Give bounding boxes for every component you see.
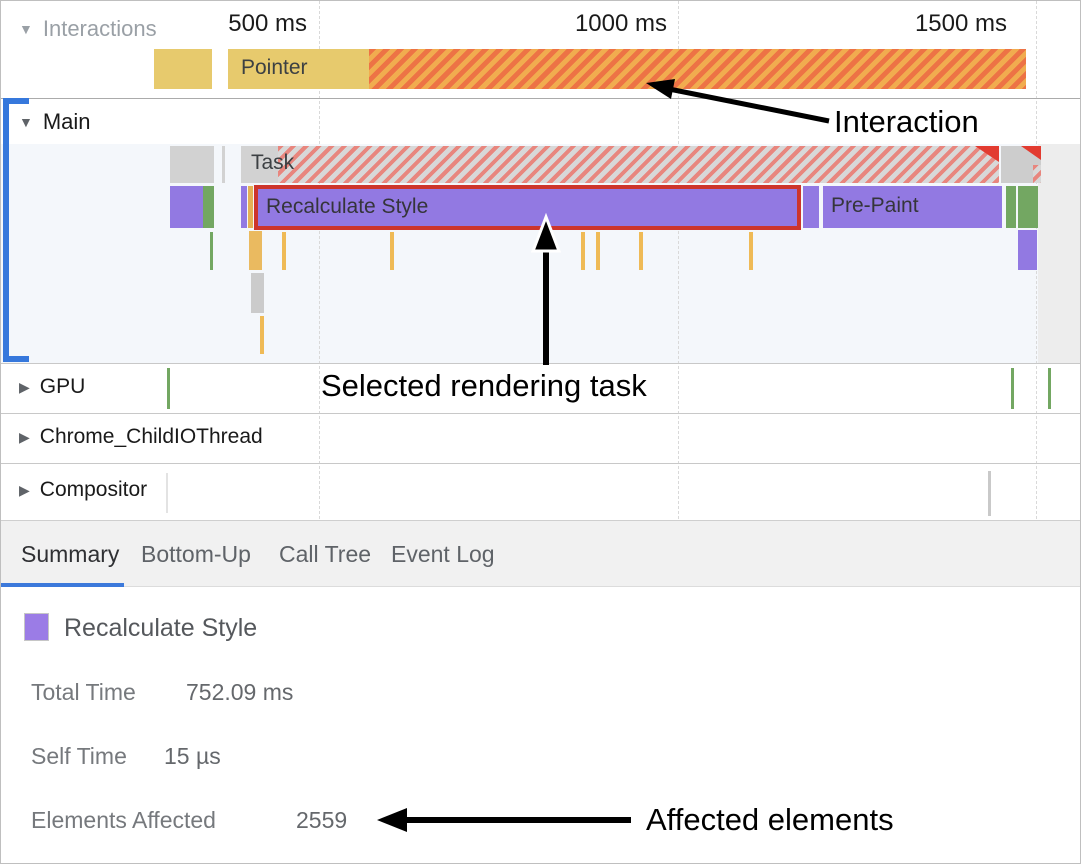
main-orange-sliver[interactable] [248, 186, 253, 228]
details-tab-bar: Summary Bottom-Up Call Tree Event Log [1, 520, 1080, 587]
main-style-block[interactable] [170, 186, 203, 228]
affected-elements-arrowhead-icon [377, 808, 407, 832]
main-long-task-bar[interactable]: Task [241, 146, 999, 183]
gridline-1000ms [678, 1, 679, 519]
pre-paint-block[interactable]: Pre-Paint [823, 186, 1002, 228]
compositor-activity-tick[interactable] [988, 471, 991, 516]
recalculate-style-label: Recalculate Style [266, 195, 429, 218]
separator [1, 463, 1080, 464]
annotation-selected-task: Selected rendering task [321, 368, 647, 403]
main-purple-sliver[interactable] [241, 186, 247, 228]
tab-bottom-up[interactable]: Bottom-Up [141, 541, 251, 567]
annotation-affected-elements: Affected elements [646, 802, 894, 837]
separator [1, 413, 1080, 414]
compositor-activity-tick[interactable] [166, 473, 168, 513]
collapse-triangle-icon: ▼ [19, 21, 33, 37]
main-track-focus-bracket [3, 98, 9, 362]
ruler-tick-1500ms: 1500 ms [914, 10, 1007, 37]
main-child-tick[interactable] [639, 232, 643, 270]
expand-triangle-icon: ▶ [19, 378, 30, 395]
track-header-main[interactable]: ▼ Main [19, 109, 91, 135]
main-child-orange-block[interactable] [249, 231, 262, 270]
flame-chart-right-margin [1038, 144, 1080, 363]
track-label-gpu: GPU [39, 375, 86, 398]
main-task-block-right[interactable] [1001, 146, 1041, 183]
pre-paint-label: Pre-Paint [831, 194, 919, 217]
main-child-tick[interactable] [596, 232, 600, 270]
interaction-bar-pointer[interactable]: Pointer [228, 49, 1026, 89]
interaction-bar-short[interactable] [154, 49, 212, 89]
selected-tab-underline [1, 583, 124, 587]
main-task-sliver[interactable] [222, 146, 225, 183]
event-color-swatch [24, 613, 49, 641]
task-warning-triangle-icon [1021, 146, 1041, 160]
separator [1, 363, 1080, 364]
track-label-chrome-child-io: Chrome_ChildIOThread [39, 425, 263, 448]
tab-summary[interactable]: Summary [21, 541, 120, 567]
expand-triangle-icon: ▶ [19, 428, 30, 445]
gpu-activity-tick[interactable] [167, 368, 170, 409]
summary-event-title: Recalculate Style [64, 614, 258, 642]
summary-row-value: 752.09 ms [186, 679, 294, 705]
track-header-interactions[interactable]: ▼ Interactions [19, 16, 157, 42]
track-label-main: Main [42, 109, 91, 134]
track-header-compositor[interactable]: ▶ Compositor [19, 478, 147, 502]
main-task-block[interactable] [170, 146, 214, 183]
main-child-gray-block[interactable] [251, 273, 264, 313]
long-task-hatch [278, 146, 999, 183]
summary-row-label: Elements Affected [31, 807, 216, 833]
summary-row-value: 15 µs [164, 743, 221, 769]
task-hatch-sliver [1033, 165, 1041, 183]
tab-call-tree[interactable]: Call Tree [279, 541, 372, 567]
track-header-chrome-child-io[interactable]: ▶ Chrome_ChildIOThread [19, 425, 263, 449]
track-header-gpu[interactable]: ▶ GPU [19, 375, 85, 399]
gpu-activity-tick[interactable] [1048, 368, 1051, 409]
expand-triangle-icon: ▶ [19, 481, 30, 498]
gpu-activity-tick[interactable] [1011, 368, 1014, 409]
track-label-compositor: Compositor [39, 478, 148, 501]
pointer-bar-label: Pointer [241, 56, 308, 79]
gridline-500ms [319, 1, 320, 519]
task-bar-label: Task [251, 151, 295, 174]
interaction-bar-overrun [369, 49, 1026, 89]
track-label-interactions: Interactions [42, 16, 157, 41]
main-child-deep-tick[interactable] [260, 316, 264, 354]
tab-event-log[interactable]: Event Log [391, 541, 495, 567]
annotation-interaction: Interaction [834, 104, 979, 139]
selected-recalculate-style-block[interactable]: Recalculate Style [254, 185, 801, 230]
main-green-block[interactable] [203, 186, 214, 228]
main-child-tick[interactable] [282, 232, 286, 270]
main-green-block-3[interactable] [1018, 186, 1038, 228]
separator [1, 98, 1080, 99]
main-green-block-2[interactable] [1006, 186, 1016, 228]
main-child-tick[interactable] [749, 232, 753, 270]
main-child-tick[interactable] [390, 232, 394, 270]
main-purple-block-after-selection[interactable] [803, 186, 819, 228]
main-child-purple-block[interactable] [1018, 230, 1037, 270]
ruler-tick-500ms: 500 ms [228, 10, 307, 37]
main-track-focus-bracket-top [3, 98, 29, 104]
main-child-tick[interactable] [581, 232, 585, 270]
collapse-triangle-icon: ▼ [19, 114, 33, 130]
main-child-green-tick[interactable] [210, 232, 213, 270]
interaction-arrow [668, 86, 830, 124]
ruler-tick-1000ms: 1000 ms [574, 10, 667, 37]
summary-row-label: Total Time [31, 679, 136, 705]
summary-row-value: 2559 [296, 807, 348, 833]
summary-row-label: Self Time [31, 743, 127, 769]
main-track-focus-bracket-bottom [3, 356, 29, 362]
